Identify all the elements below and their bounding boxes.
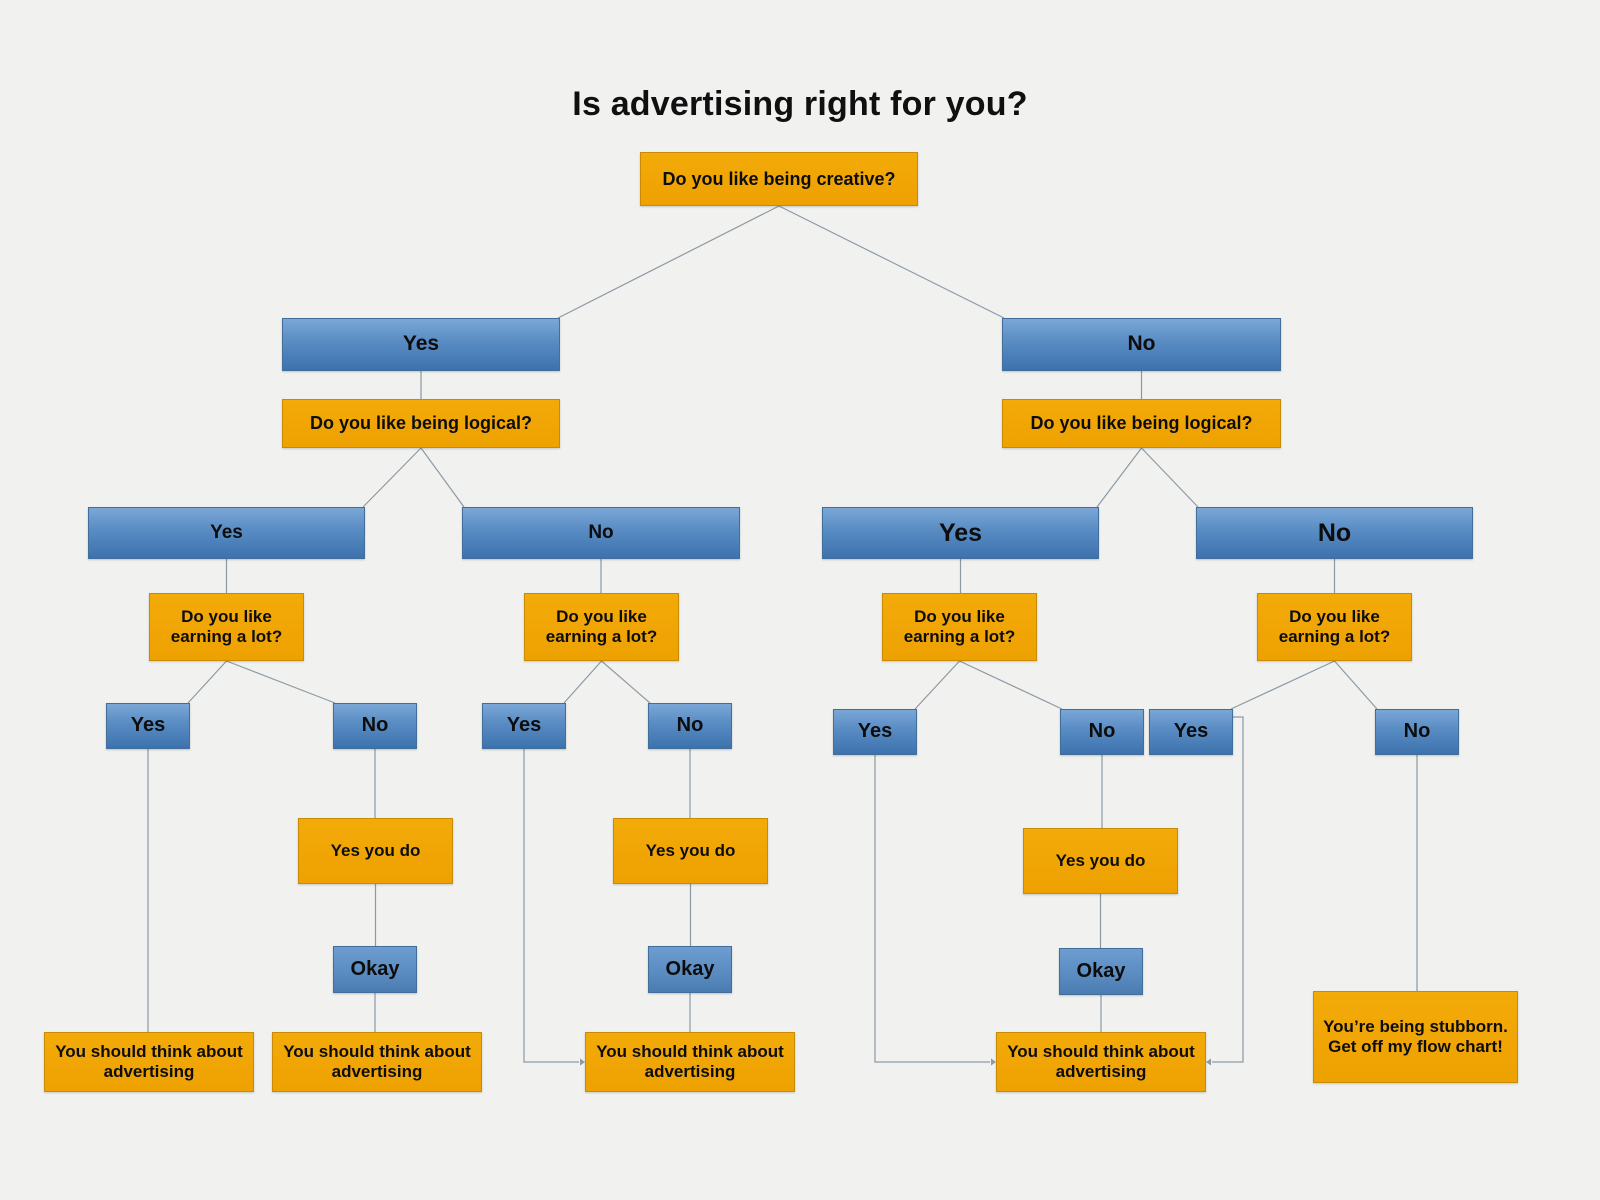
node-okay-2[interactable]: Okay (648, 946, 732, 993)
node-label: No (1403, 720, 1431, 743)
connector-q-logical-l-to-a2-lr-no (420, 447, 465, 508)
connector-q-creative-to-a1-yes (557, 205, 780, 319)
node-out-4[interactable]: You should think about advertising (996, 1032, 1206, 1092)
connector-q-creative-to-a1-no (778, 205, 1005, 319)
node-label: Do you like earning a lot? (1278, 607, 1391, 646)
node-label: Okay (350, 957, 400, 980)
node-yyd-3[interactable]: Yes you do (1023, 828, 1178, 894)
node-a1-yes[interactable]: Yes (282, 318, 560, 371)
node-label: Yes you do (1055, 851, 1146, 871)
node-q-logical-l[interactable]: Do you like being logical? (282, 399, 560, 448)
node-a2-rl-yes[interactable]: Yes (822, 507, 1099, 559)
node-label: Do you like earning a lot? (545, 607, 658, 646)
node-a3-4-yes[interactable]: Yes (1149, 709, 1233, 755)
node-label: No (588, 521, 614, 543)
node-a3-2-yes[interactable]: Yes (482, 703, 566, 749)
node-label: You should think about advertising (283, 1042, 471, 1081)
node-a3-4-no[interactable]: No (1375, 709, 1459, 755)
node-q-logical-r[interactable]: Do you like being logical? (1002, 399, 1281, 448)
connector-a3-2-yes-to-out-3 (523, 749, 585, 1066)
node-label: Yes (506, 714, 542, 737)
node-a3-3-yes[interactable]: Yes (833, 709, 917, 755)
connector-q-logical-r-to-a2-rl-yes (1096, 447, 1142, 508)
connector-q-earn-1-to-a3-1-no (226, 660, 336, 704)
node-label: Yes you do (330, 841, 421, 861)
connector-q-earn-4-to-a3-4-no (1334, 660, 1378, 710)
node-out-3[interactable]: You should think about advertising (585, 1032, 795, 1092)
node-label: Yes (402, 332, 440, 356)
node-a3-3-no[interactable]: No (1060, 709, 1144, 755)
node-label: Okay (1076, 959, 1126, 982)
node-out-2[interactable]: You should think about advertising (272, 1032, 482, 1092)
node-label: You should think about advertising (55, 1042, 243, 1081)
node-label: Yes (1173, 720, 1209, 743)
node-label: Do you like being creative? (662, 168, 896, 189)
page-title: Is advertising right for you? (572, 85, 1028, 123)
connector-q-earn-4-to-a3-4-yes (1230, 660, 1335, 710)
node-out-5[interactable]: You’re being stubborn. Get off my flow c… (1313, 991, 1518, 1083)
node-label: No (676, 714, 704, 737)
node-okay-1[interactable]: Okay (333, 946, 417, 993)
node-a2-rr-no[interactable]: No (1196, 507, 1473, 559)
node-label: No (361, 714, 389, 737)
node-a3-1-yes[interactable]: Yes (106, 703, 190, 749)
node-label: Yes (938, 518, 983, 547)
node-a1-no[interactable]: No (1002, 318, 1281, 371)
node-label: No (1317, 518, 1352, 547)
node-label: You should think about advertising (1007, 1042, 1195, 1081)
node-q-earn-4[interactable]: Do you like earning a lot? (1257, 593, 1412, 661)
node-a3-1-no[interactable]: No (333, 703, 417, 749)
connector-q-earn-3-to-a3-3-yes (914, 660, 960, 710)
node-label: Do you like earning a lot? (903, 607, 1016, 646)
node-label: You should think about advertising (596, 1042, 784, 1081)
node-yyd-2[interactable]: Yes you do (613, 818, 768, 884)
connector-q-earn-1-to-a3-1-yes (187, 660, 227, 704)
connector-q-logical-l-to-a2-ll-yes (362, 447, 422, 508)
node-label: Okay (665, 957, 715, 980)
node-q-earn-2[interactable]: Do you like earning a lot? (524, 593, 679, 661)
node-label: Do you like being logical? (1030, 413, 1253, 434)
node-label: No (1088, 720, 1116, 743)
node-label: Yes (210, 521, 243, 543)
connector-a3-4-yes-to-out-4 (1206, 716, 1244, 1066)
node-a2-lr-no[interactable]: No (462, 507, 740, 559)
node-label: Do you like being logical? (309, 413, 533, 434)
connector-q-earn-2-to-a3-2-no (601, 660, 651, 704)
node-yyd-1[interactable]: Yes you do (298, 818, 453, 884)
node-label: Yes you do (645, 841, 736, 861)
node-label: No (1127, 332, 1156, 356)
node-a3-2-no[interactable]: No (648, 703, 732, 749)
node-q-earn-1[interactable]: Do you like earning a lot? (149, 593, 304, 661)
connector-a3-3-yes-to-out-4 (874, 755, 996, 1066)
node-out-1[interactable]: You should think about advertising (44, 1032, 254, 1092)
connector-q-logical-r-to-a2-rr-no (1141, 447, 1199, 508)
node-label: Yes (857, 720, 893, 743)
node-a2-ll-yes[interactable]: Yes (88, 507, 365, 559)
connector-q-earn-3-to-a3-3-no (959, 660, 1063, 710)
connector-q-earn-2-to-a3-2-yes (563, 660, 602, 704)
node-label: Do you like earning a lot? (170, 607, 283, 646)
node-label: You’re being stubborn. Get off my flow c… (1323, 1017, 1508, 1056)
node-okay-3[interactable]: Okay (1059, 948, 1143, 995)
node-q-creative[interactable]: Do you like being creative? (640, 152, 918, 206)
node-label: Yes (130, 714, 166, 737)
node-q-earn-3[interactable]: Do you like earning a lot? (882, 593, 1037, 661)
